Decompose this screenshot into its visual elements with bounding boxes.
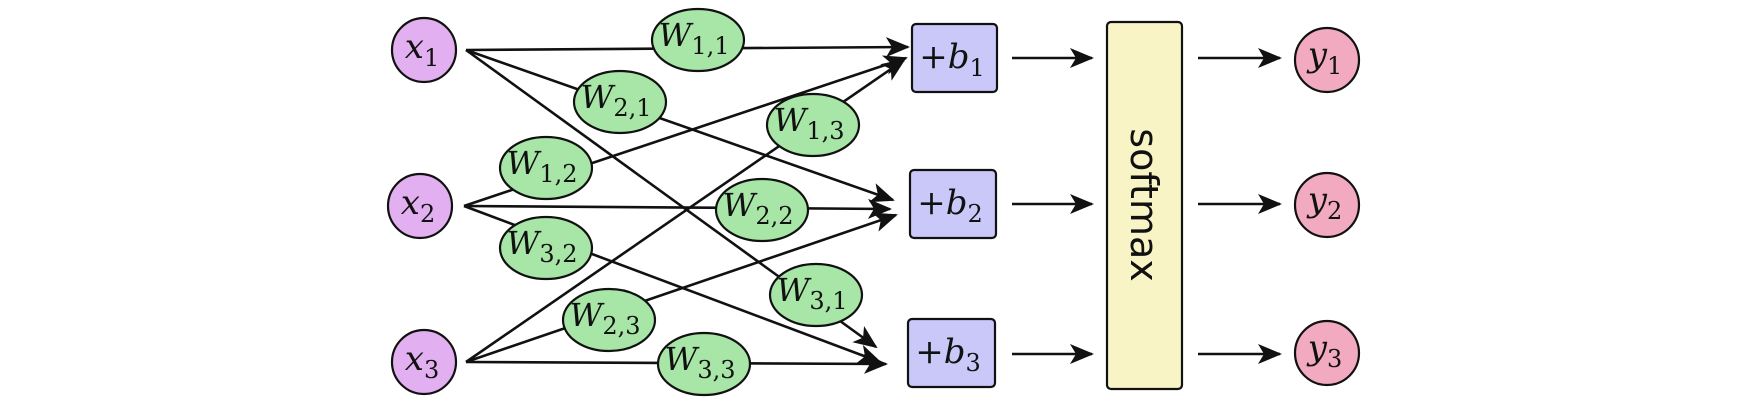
input-node-x1-circle: [390, 16, 458, 84]
weight-node-w12-ellipse: [498, 135, 594, 201]
output-node-y2-label: y2: [1306, 180, 1343, 225]
input-node-x3-label: x3: [405, 339, 439, 384]
weight-node-w23-label: W2,3: [569, 296, 640, 340]
output-node-y1: y1: [1293, 26, 1361, 94]
weight-node-w31: W3,1: [768, 262, 864, 328]
weight-node-w31-ellipse: [768, 262, 864, 328]
weight-node-w32: W3,2: [498, 215, 594, 281]
output-node-y1-circle: [1293, 26, 1361, 94]
output-node-y3-label: y3: [1306, 328, 1343, 373]
bias-node-b1: +b1: [910, 22, 999, 94]
weight-node-w23-ellipse: [561, 287, 657, 353]
output-node-y2: y2: [1293, 171, 1361, 239]
weight-node-w11-label: W1,1: [658, 16, 729, 60]
output-node-y3-circle: [1293, 319, 1361, 387]
weight-node-w21-ellipse: [572, 69, 668, 135]
input-node-x3: x3: [390, 328, 458, 396]
weight-node-w12: W1,2: [498, 135, 594, 201]
softmax-node: softmax: [1105, 20, 1184, 391]
weight-node-w22-label: W2,2: [722, 186, 793, 230]
softmax-box: [1105, 20, 1184, 391]
weight-node-w23: W2,3: [561, 287, 657, 353]
input-node-x2: x2: [386, 172, 454, 240]
bias-node-b3: +b3: [906, 317, 997, 389]
weight-node-w22-ellipse: [714, 177, 810, 243]
input-node-x1-label: x1: [405, 27, 439, 72]
bias-node-b2-label: +b2: [917, 183, 983, 228]
weight-node-w32-ellipse: [498, 215, 594, 281]
weight-node-w22: W2,2: [714, 177, 810, 243]
weight-node-w13-ellipse: [765, 92, 861, 158]
weight-node-w33: W3,3: [656, 331, 752, 397]
softmax-label: softmax: [1122, 128, 1166, 281]
weight-node-w11: W1,1: [650, 7, 746, 73]
input-node-x1: x1: [390, 16, 458, 84]
input-node-x2-circle: [386, 172, 454, 240]
weight-node-w32-label: W3,2: [506, 224, 577, 268]
output-node-y2-circle: [1293, 171, 1361, 239]
weight-node-w12-label: W1,2: [506, 144, 577, 188]
output-node-y1-label: y1: [1306, 35, 1343, 80]
output-node-y3: y3: [1293, 319, 1361, 387]
weight-node-w13-label: W1,3: [773, 101, 844, 145]
edge-x2-to-b2: [463, 198, 892, 219]
weight-node-w33-ellipse: [656, 331, 752, 397]
bias-node-b3-label: +b3: [915, 332, 981, 377]
bias-node-b2: +b2: [908, 168, 998, 240]
edge-x1-to-b2: [465, 48, 895, 203]
weight-node-w31-label: W3,1: [776, 271, 847, 315]
weight-node-w21: W2,1: [572, 69, 668, 135]
weight-node-w11-ellipse: [650, 7, 746, 73]
bias-node-b1-label: +b1: [919, 37, 985, 82]
input-node-x2-label: x2: [401, 183, 435, 228]
weight-node-w21-label: W2,1: [580, 78, 651, 122]
edge-x3-to-b2: [465, 212, 898, 364]
weight-node-w13: W1,3: [765, 92, 861, 158]
bias-node-b2-box: [908, 168, 998, 240]
input-node-x3-circle: [390, 328, 458, 396]
bias-node-b3-box: [906, 317, 997, 389]
weight-node-w33-label: W3,3: [664, 340, 735, 384]
bias-node-b1-box: [910, 22, 999, 94]
